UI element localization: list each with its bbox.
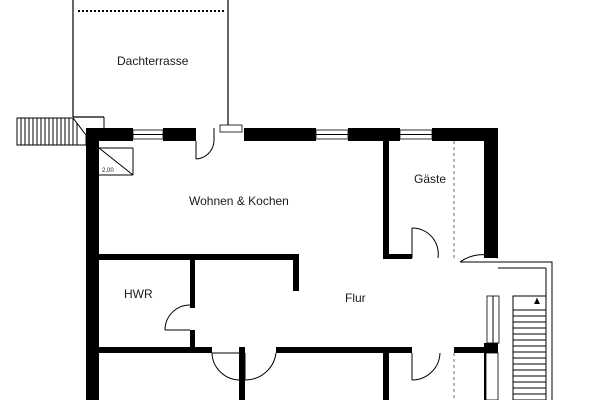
room-label-guest: Gäste [414,172,446,186]
door-threshold [219,124,243,133]
top-wall-segment [432,128,498,141]
roof-terrace [72,0,229,128]
stair-direction-arrow [534,298,540,304]
right-wall-upper [484,128,498,258]
dimension-marker: 2,00 [98,147,134,176]
right-stair-outline [498,261,553,400]
right-external-stair [498,261,553,400]
lower-right-glazing [485,352,499,400]
room-label-hallway: Flur [345,291,366,305]
lower-door-right [411,352,455,400]
guest-room-walls [383,141,455,259]
top-wall-segment [244,128,316,141]
living-wall-stub [293,254,299,291]
left-stair-outline [16,117,87,146]
outer-walls [86,128,498,400]
guest-room-left-wall [383,141,389,258]
lower-partition-left [239,347,245,400]
lower-wall-left [99,347,212,353]
top-windows [132,124,433,140]
living-bottom-wall [99,254,299,260]
stairwell-door [459,254,500,344]
guest-room-bottom-wall [383,254,412,259]
hwr-right-wall-upper [190,260,195,308]
top-wall-segment [348,128,400,141]
left-external-stair [16,117,87,146]
hwr-right-wall-lower [190,330,195,350]
lower-door-left [211,352,277,381]
dimension-label: 2,00 [102,168,114,174]
room-labels: Dachterrasse Wohnen & Kochen Gäste HWR F… [117,54,446,305]
lower-wall-middle [276,347,412,353]
interior-walls [99,254,484,400]
stair-flight [512,295,547,400]
lower-wall-right [454,347,484,353]
terrace-door [195,128,215,160]
left-wall [86,128,99,400]
top-wall-segment [163,128,196,141]
hwr-door [164,304,191,331]
room-label-utility: HWR [124,287,153,301]
lower-partition-right [383,347,389,400]
room-label-living-kitchen: Wohnen & Kochen [189,194,289,208]
room-label-terrace: Dachterrasse [117,54,189,68]
